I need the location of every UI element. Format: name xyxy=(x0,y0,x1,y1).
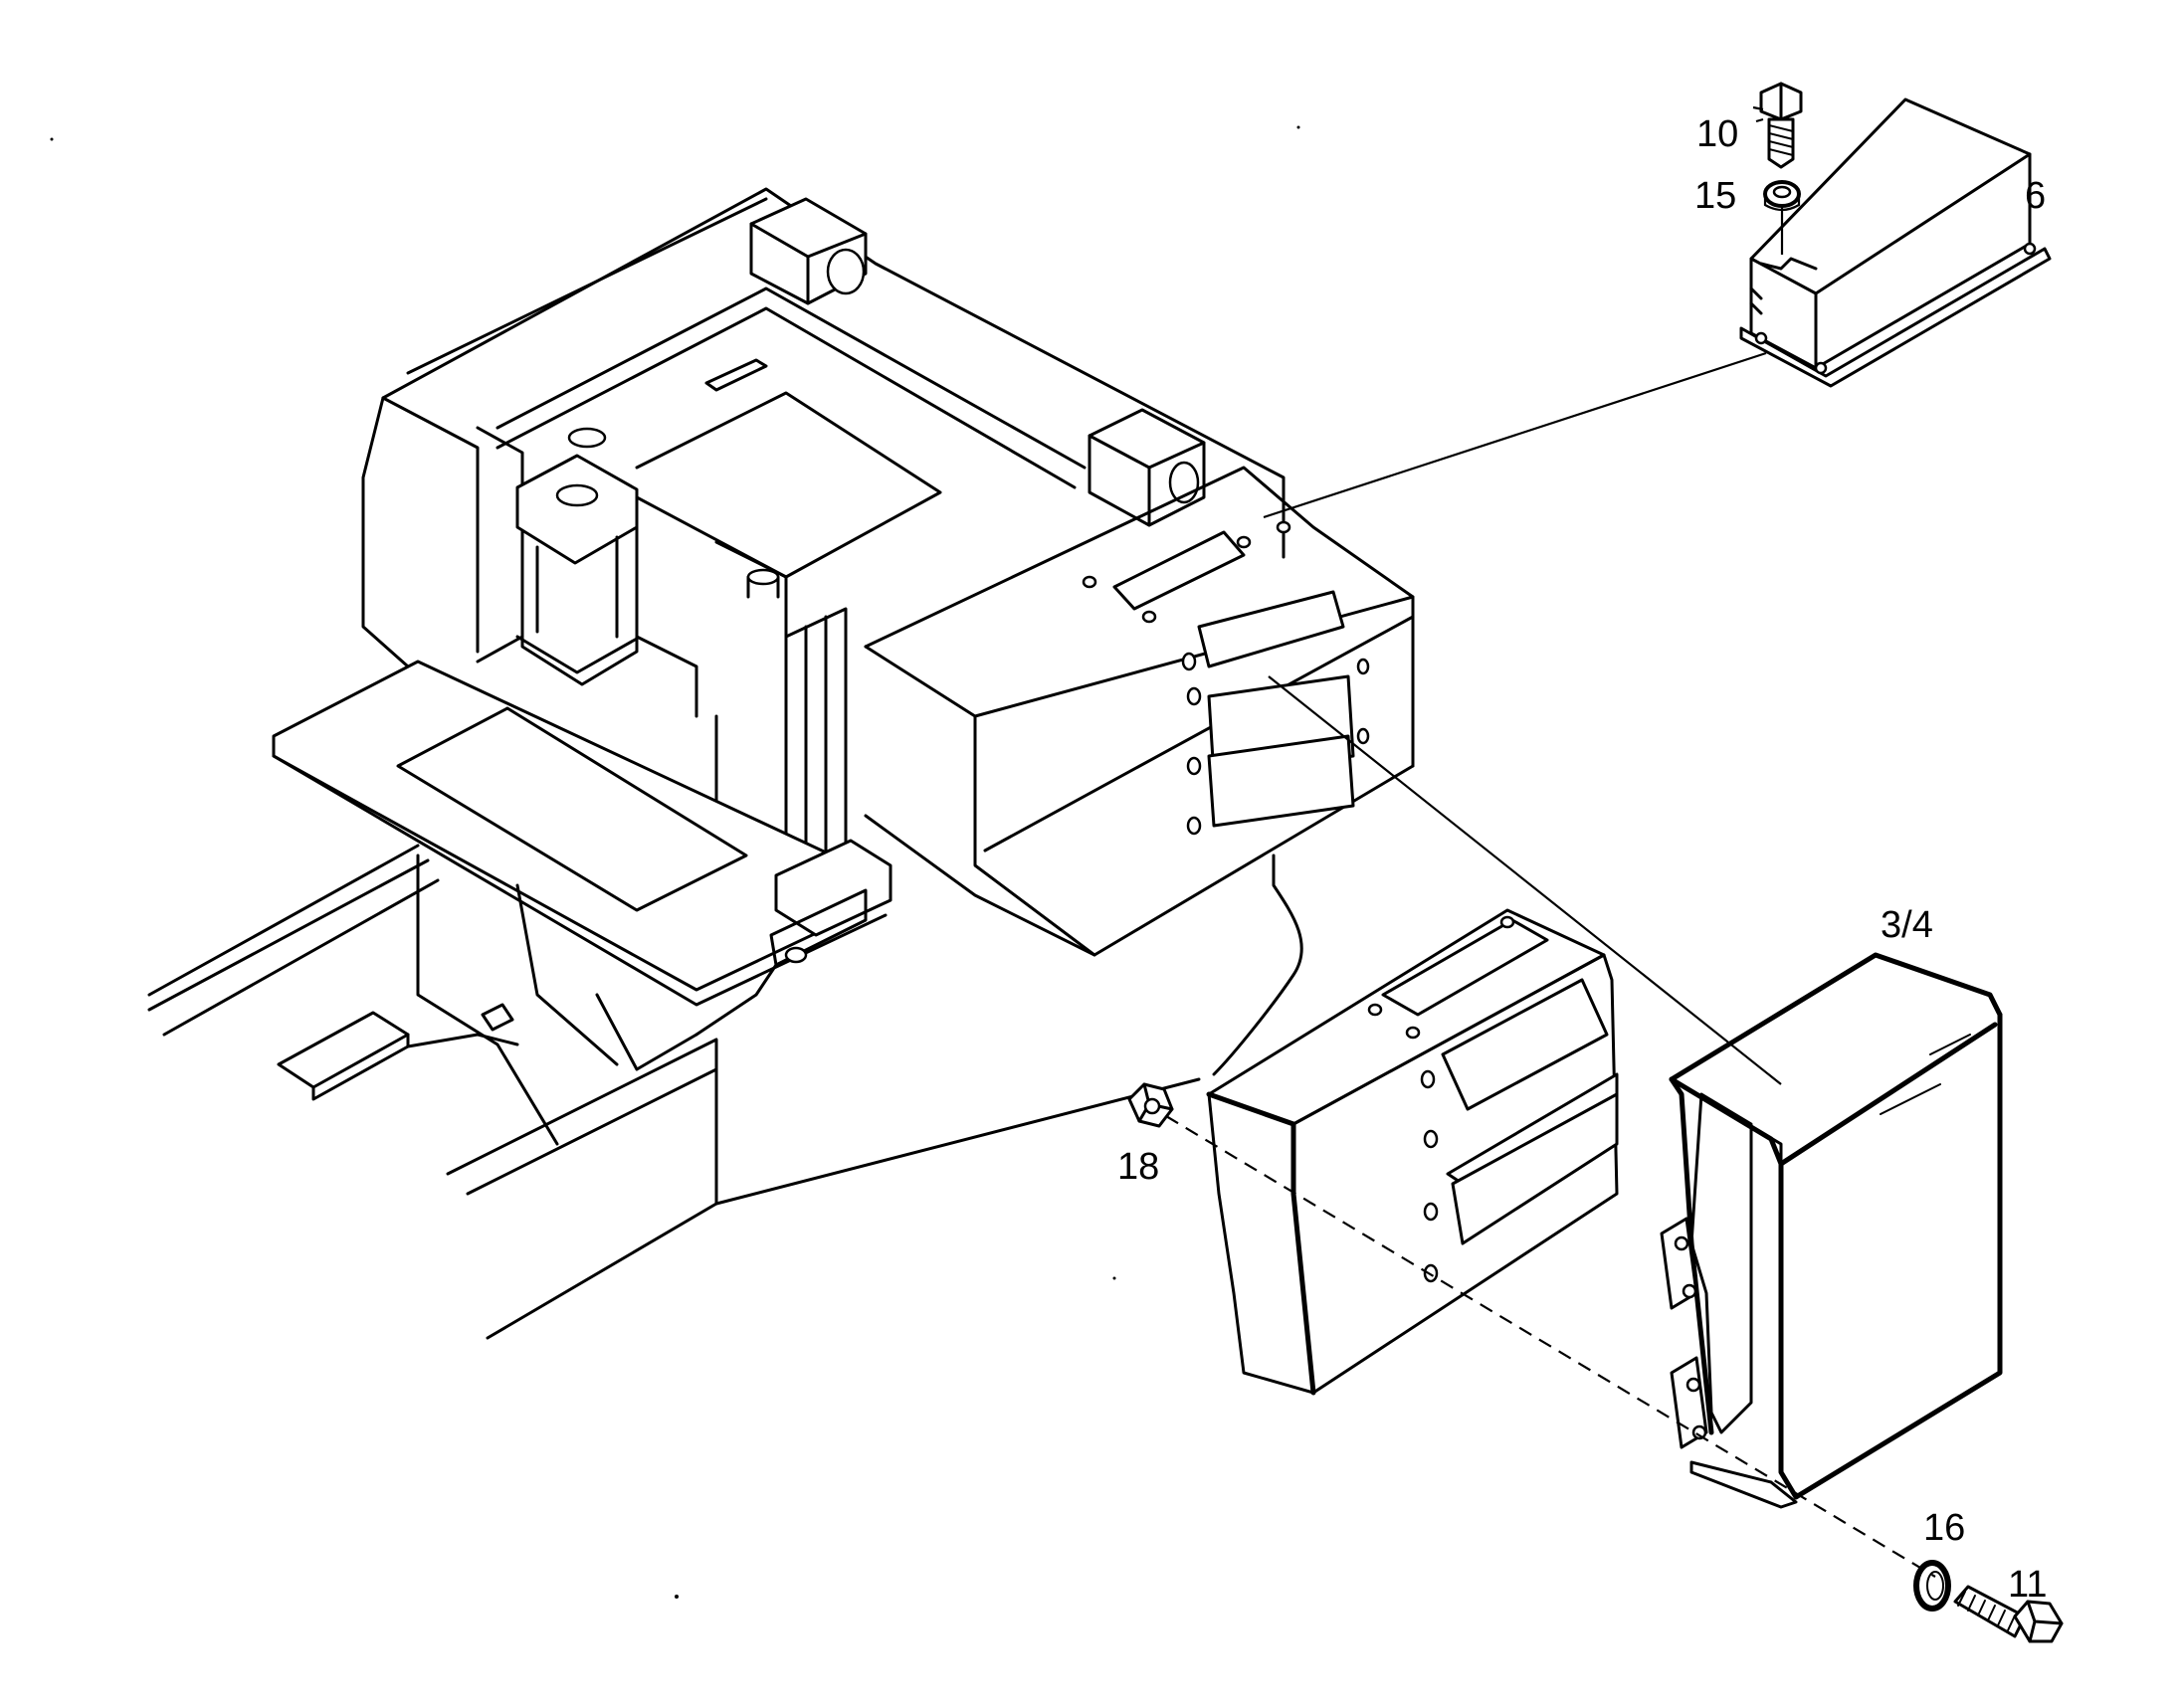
cover-part-6 xyxy=(1739,97,2052,388)
washer-part-16 xyxy=(1913,1560,1951,1612)
callout-11: 11 xyxy=(2008,1564,2047,1606)
nut-part-18 xyxy=(1127,1082,1174,1128)
cover-part-3-4 xyxy=(1660,952,2003,1509)
callout-18: 18 xyxy=(1117,1146,1159,1188)
bolt-part-11 xyxy=(1953,1585,2064,1643)
leader-lines xyxy=(1165,105,1936,1578)
stray-dot xyxy=(1112,1276,1116,1280)
housing-cover-middle xyxy=(1206,908,1619,1396)
callout-16: 16 xyxy=(1923,1507,1965,1549)
stray-dot xyxy=(50,137,54,141)
machine-body xyxy=(147,187,1415,1340)
callout-10: 10 xyxy=(1696,113,1738,155)
callout-6: 6 xyxy=(2025,175,2046,217)
stray-dot xyxy=(1296,125,1300,129)
callout-15: 15 xyxy=(1694,175,1736,217)
stray-dot xyxy=(675,1595,679,1599)
callout-3-4: 3/4 xyxy=(1881,904,1933,946)
bolt-part-10 xyxy=(1759,82,1803,169)
